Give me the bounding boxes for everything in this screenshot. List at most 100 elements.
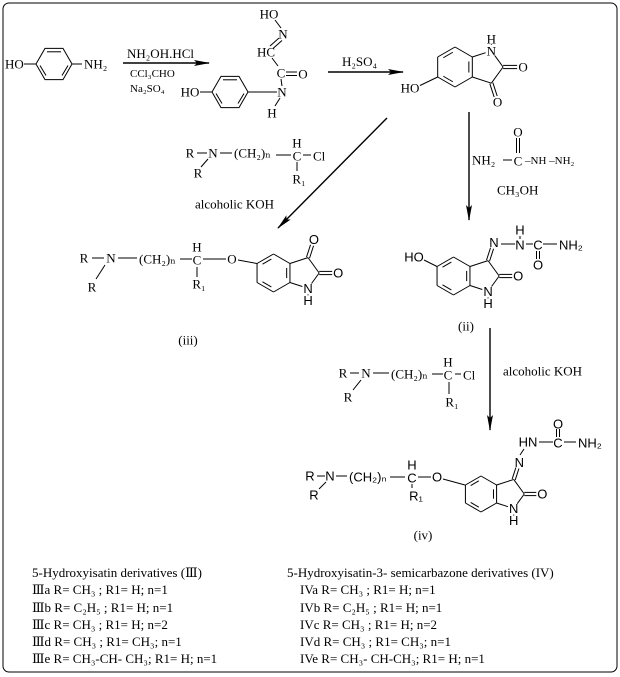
double-bond xyxy=(61,65,69,76)
hydrogen-label: H xyxy=(443,355,452,370)
carbonyl-oxygen-label: O xyxy=(298,67,307,82)
nitrogen-label: N xyxy=(325,469,334,484)
ring-nh-hydrogen-label: H xyxy=(303,293,312,308)
bond xyxy=(200,158,209,168)
aromatic-double-bond xyxy=(443,51,454,59)
amine-label: NH₂ xyxy=(578,436,602,451)
bond xyxy=(496,502,509,508)
bond xyxy=(469,285,483,290)
compound-label-iv: (iv) xyxy=(414,528,433,543)
ring-nh-hydrogen-label: H xyxy=(509,513,518,528)
r-group-label: R xyxy=(339,366,348,381)
double-bond xyxy=(269,37,280,47)
aromatic-double-bond xyxy=(262,258,272,265)
c3-oxygen-label: O xyxy=(493,95,502,110)
aromatic-double-bond xyxy=(470,480,480,486)
bond xyxy=(274,97,281,107)
hydrogen-label: H xyxy=(292,136,301,151)
legend-item-ivc: IVc R= CH₃ ; R1= H; n=2 xyxy=(300,617,437,632)
legend-item-iva: IVa R= CH₃ ; R1= H; n=1 xyxy=(300,582,436,597)
bond xyxy=(423,259,438,267)
carbon-label: C xyxy=(407,471,416,486)
bond xyxy=(352,379,362,391)
r-group-label: R xyxy=(194,166,203,181)
nitrogen-label: N xyxy=(361,366,371,381)
bond xyxy=(442,478,466,486)
chlorine-label: Cl xyxy=(463,368,476,383)
reaction-arrow-to-iii xyxy=(277,117,388,229)
double-bond xyxy=(486,247,491,261)
bond xyxy=(472,52,486,58)
aromatic-double-bond xyxy=(442,261,452,268)
bond xyxy=(419,76,438,86)
hydrogen-label: H xyxy=(407,458,416,473)
oxime-nitrogen-label: N xyxy=(278,27,288,42)
legend-item-iiib: Ⅲb R= C₂H₅ ; R1= H; n=1 xyxy=(32,600,173,615)
structure-4-aminophenol: HO NH₂ xyxy=(5,47,107,81)
methine-label: HC xyxy=(257,45,275,60)
c2-oxygen-label: O xyxy=(537,487,547,502)
carbon-label: C xyxy=(533,238,542,253)
reagent-alcoholic-koh-2: alcoholic KOH xyxy=(503,364,582,379)
methylene-chain-label: (CH₂)ₙ xyxy=(391,367,428,382)
c2-oxygen-label: O xyxy=(333,266,343,281)
hydroxyl-label: HO xyxy=(5,57,24,72)
compound-label-ii: (ii) xyxy=(458,319,474,334)
carbonyl-carbon-label: C xyxy=(277,66,286,81)
amine-label: NH₂ xyxy=(84,57,107,72)
double-bond xyxy=(309,245,315,259)
double-bond xyxy=(492,82,498,97)
oxygen-label: O xyxy=(513,125,522,140)
bond xyxy=(487,260,500,277)
bond xyxy=(289,282,303,287)
benzene-ring xyxy=(35,47,73,81)
carbon-label: C xyxy=(293,149,302,164)
double-bond xyxy=(511,467,517,480)
r-group-label: R xyxy=(88,280,97,295)
benzene-bond xyxy=(436,285,454,296)
nitrogen-label: N xyxy=(208,146,218,161)
c3-oxygen-label: O xyxy=(309,232,319,247)
benzene-bond xyxy=(480,475,497,486)
hydroxyl-label: HO xyxy=(181,85,200,100)
legend-item-iiid: Ⅲd R= CH₃ ; R1= CH₃; n=1 xyxy=(32,634,182,649)
benzene-bond xyxy=(437,76,456,88)
oxime-hydroxyl-label: HO xyxy=(260,7,279,22)
legend-title-iii: 5-Hydroxyisatin derivatives (Ⅲ) xyxy=(32,565,202,580)
bond xyxy=(311,272,320,284)
double-bond xyxy=(215,93,223,104)
reagent-chloral: CCl₃CHO xyxy=(130,68,175,80)
ring-nitrogen-label: N xyxy=(509,501,518,516)
benzene-bond xyxy=(437,46,456,58)
bond xyxy=(472,76,492,84)
c2-oxygen-label: O xyxy=(513,269,523,284)
amide-nitrogen-label: N xyxy=(277,85,287,100)
ring-nh-hydrogen-label: H xyxy=(483,296,492,311)
hydrazine-label: –NH –NH₂ xyxy=(524,155,575,167)
reagent-hydroxylamine: NH₂OH.HCl xyxy=(127,46,194,61)
bond xyxy=(271,57,279,67)
hydrogen-label: H xyxy=(192,240,201,255)
bond xyxy=(289,257,309,264)
compound-label-iii: (iii) xyxy=(178,333,198,348)
r1-group-label: R₁ xyxy=(292,172,305,187)
r1-group-label: R₁ xyxy=(192,277,205,292)
double-bond xyxy=(489,83,495,98)
bond xyxy=(490,66,504,84)
benzene-bond xyxy=(465,475,482,486)
r-group-label: R xyxy=(80,251,89,266)
benzene-bond xyxy=(273,282,291,293)
bond xyxy=(491,275,500,287)
double-bond xyxy=(237,93,245,104)
bond xyxy=(280,78,283,87)
double-bond xyxy=(514,468,520,481)
hydrogen-label: H xyxy=(515,223,524,238)
ring-nitrogen-label: N xyxy=(487,43,497,58)
oxygen-label: O xyxy=(553,417,563,432)
carbon-label: C xyxy=(444,368,453,383)
reagent-aminoalkyl-chloride-2: R N R (CH₂)ₙ H C Cl R₁ xyxy=(339,355,476,410)
c3-imine-nitrogen-label: N xyxy=(489,235,498,250)
bond xyxy=(274,19,282,29)
